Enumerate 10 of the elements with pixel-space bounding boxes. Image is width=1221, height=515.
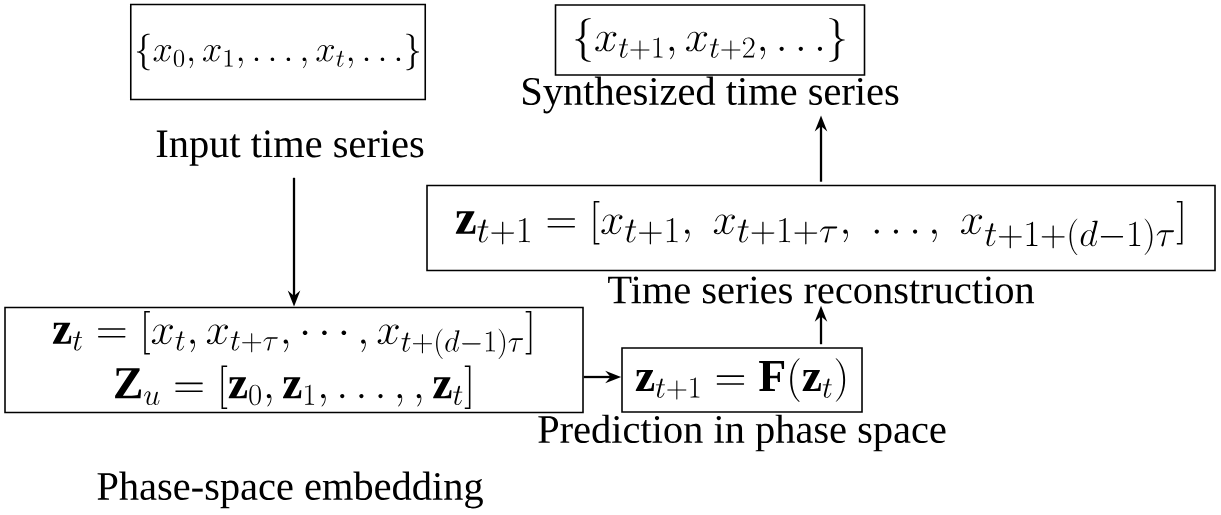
node-label: Phase-space embedding: [97, 471, 483, 509]
formula-box: $\mathbf{z}_t = [x_t, x_{t+\tau}, \cdots, x_{t+(d-1)\tau}]$ $\mathbf{Z}_u = [\mathbf{z}_0, \mathbf{z}_1, \ldots, , \mathbf{z}_t]$: [4, 306, 584, 414]
formula-box: $\{x_0, x_1, \ldots, x_t, \ldots\}$: [129, 3, 427, 101]
node-label: Input time series: [156, 130, 424, 166]
node-label: Synthesized time series: [523, 76, 899, 114]
formula-box: $\mathbf{z}_{t+1} = [x_{t+1},\ x_{t+1+\tau},\ \ldots,\ x_{t+1+(d-1)\tau}]$: [426, 184, 1216, 272]
formula-box: $\{x_{t+1}, x_{t+2}, \ldots\}$: [554, 4, 866, 76]
node-label: Prediction in phase space: [538, 414, 946, 452]
node-label: Time series reconstruction: [608, 276, 1035, 304]
formula-box: $\mathbf{z}_{t+1} = \mathbf{F}(\mathbf{z}_t)$: [621, 347, 863, 413]
